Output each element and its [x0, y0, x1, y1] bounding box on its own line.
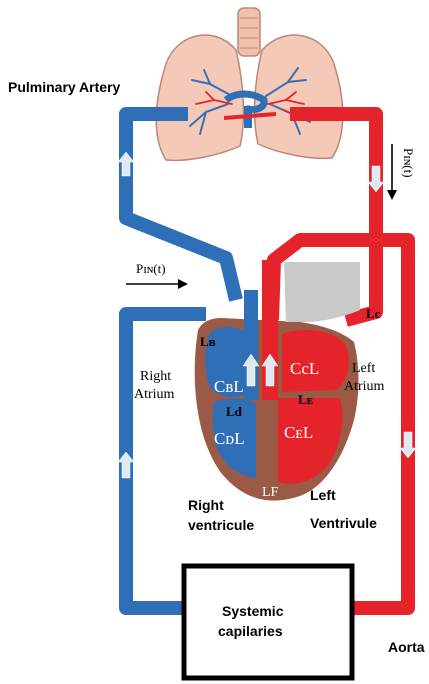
- left-ventricle-label-line1: Left: [310, 487, 336, 503]
- right-ventricle-label-line2: ventricule: [188, 517, 254, 533]
- left-atrium-label-line1: Left: [352, 361, 375, 376]
- right-ventricle-label-line1: Right: [188, 497, 224, 513]
- pin-arrow-left-icon: [126, 279, 188, 289]
- pin-arrow-down-icon: [387, 144, 397, 200]
- systemic-capillaries-label-line1: Systemic: [222, 603, 284, 619]
- aorta-label: Aorta: [388, 639, 425, 655]
- systemic-capillaries-label-line2: capilaries: [218, 623, 283, 639]
- ccl-label: CcL: [290, 359, 319, 378]
- left-ventricle-label-line2: Ventrivule: [310, 515, 377, 531]
- cel-label: CᴇL: [284, 423, 313, 442]
- lf-label: LF: [262, 485, 279, 500]
- cbl-label: CʙL: [214, 377, 244, 396]
- le-label: Lᴇ: [298, 392, 313, 407]
- pin-left-label: Pɪɴ(t): [136, 261, 166, 276]
- left-atrium-label-line2: Atrium: [344, 379, 385, 394]
- lungs: [156, 8, 343, 160]
- systemic-capillaries-box: [184, 566, 352, 678]
- lb-label: Lʙ: [200, 334, 216, 349]
- lc-label: Lc: [366, 306, 381, 321]
- cdl-label: CᴅL: [214, 429, 245, 448]
- right-atrium-label-line1: Right: [140, 369, 171, 384]
- pulmonary-artery-label: Pulminary Artery: [8, 79, 121, 95]
- right-atrium-label-line2: Atrium: [134, 387, 175, 402]
- pin-right-label: Pɪɴ(t): [401, 148, 416, 178]
- ld-label: Ld: [226, 404, 243, 419]
